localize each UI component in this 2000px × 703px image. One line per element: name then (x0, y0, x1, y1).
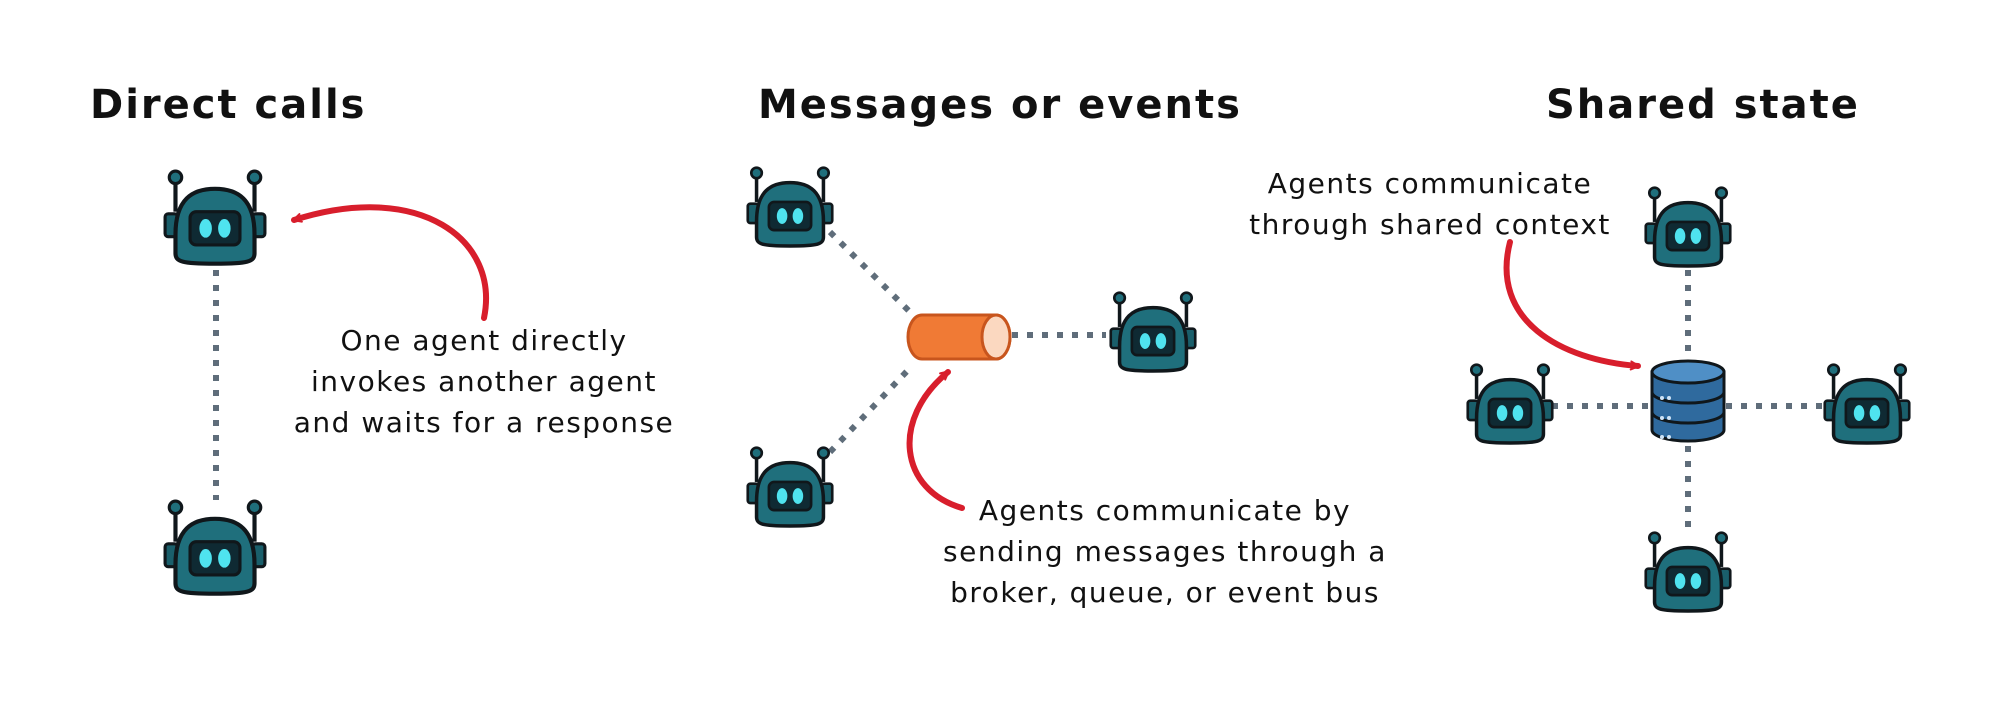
panel-title-shared-state: Shared state (1546, 82, 1860, 128)
panel-direct-calls (165, 171, 489, 594)
robot-icon (748, 448, 832, 526)
panel-title-direct-calls: Direct calls (90, 82, 367, 128)
robot-icon (1646, 188, 1730, 266)
caption-line: Agents communicate (1267, 167, 1593, 200)
panel-title-messages-events: Messages or events (758, 82, 1242, 128)
caption-shared-state: Agents communicate through shared contex… (1230, 163, 1630, 245)
caption-line: broker, queue, or event bus (950, 576, 1380, 609)
arrow-icon (1503, 239, 1641, 371)
caption-line: Agents communicate by (978, 494, 1352, 527)
database-icon (1650, 359, 1726, 443)
caption-line: sending messages through a (943, 535, 1387, 568)
panel-shared-state (1468, 188, 1909, 611)
arrow-icon (291, 204, 489, 321)
caption-line: and waits for a response (293, 406, 675, 439)
robot-icon (1111, 293, 1195, 371)
caption-direct-calls: One agent directly invokes another agent… (284, 320, 684, 443)
panel-messages-events (748, 168, 1195, 526)
connector-line (827, 365, 913, 455)
caption-line: through shared context (1249, 208, 1611, 241)
connector-line (827, 229, 913, 315)
robot-icon (165, 171, 265, 264)
caption-messages-events: Agents communicate by sending messages t… (920, 490, 1410, 613)
robot-icon (165, 501, 265, 594)
robot-icon (748, 168, 832, 246)
caption-line: invokes another agent (311, 365, 657, 398)
queue-cylinder-icon (906, 313, 1012, 361)
robot-icon (1646, 533, 1730, 611)
robot-icon (1468, 365, 1552, 443)
arrow-icon (906, 369, 965, 511)
caption-line: One agent directly (340, 324, 628, 357)
robot-icon (1825, 365, 1909, 443)
